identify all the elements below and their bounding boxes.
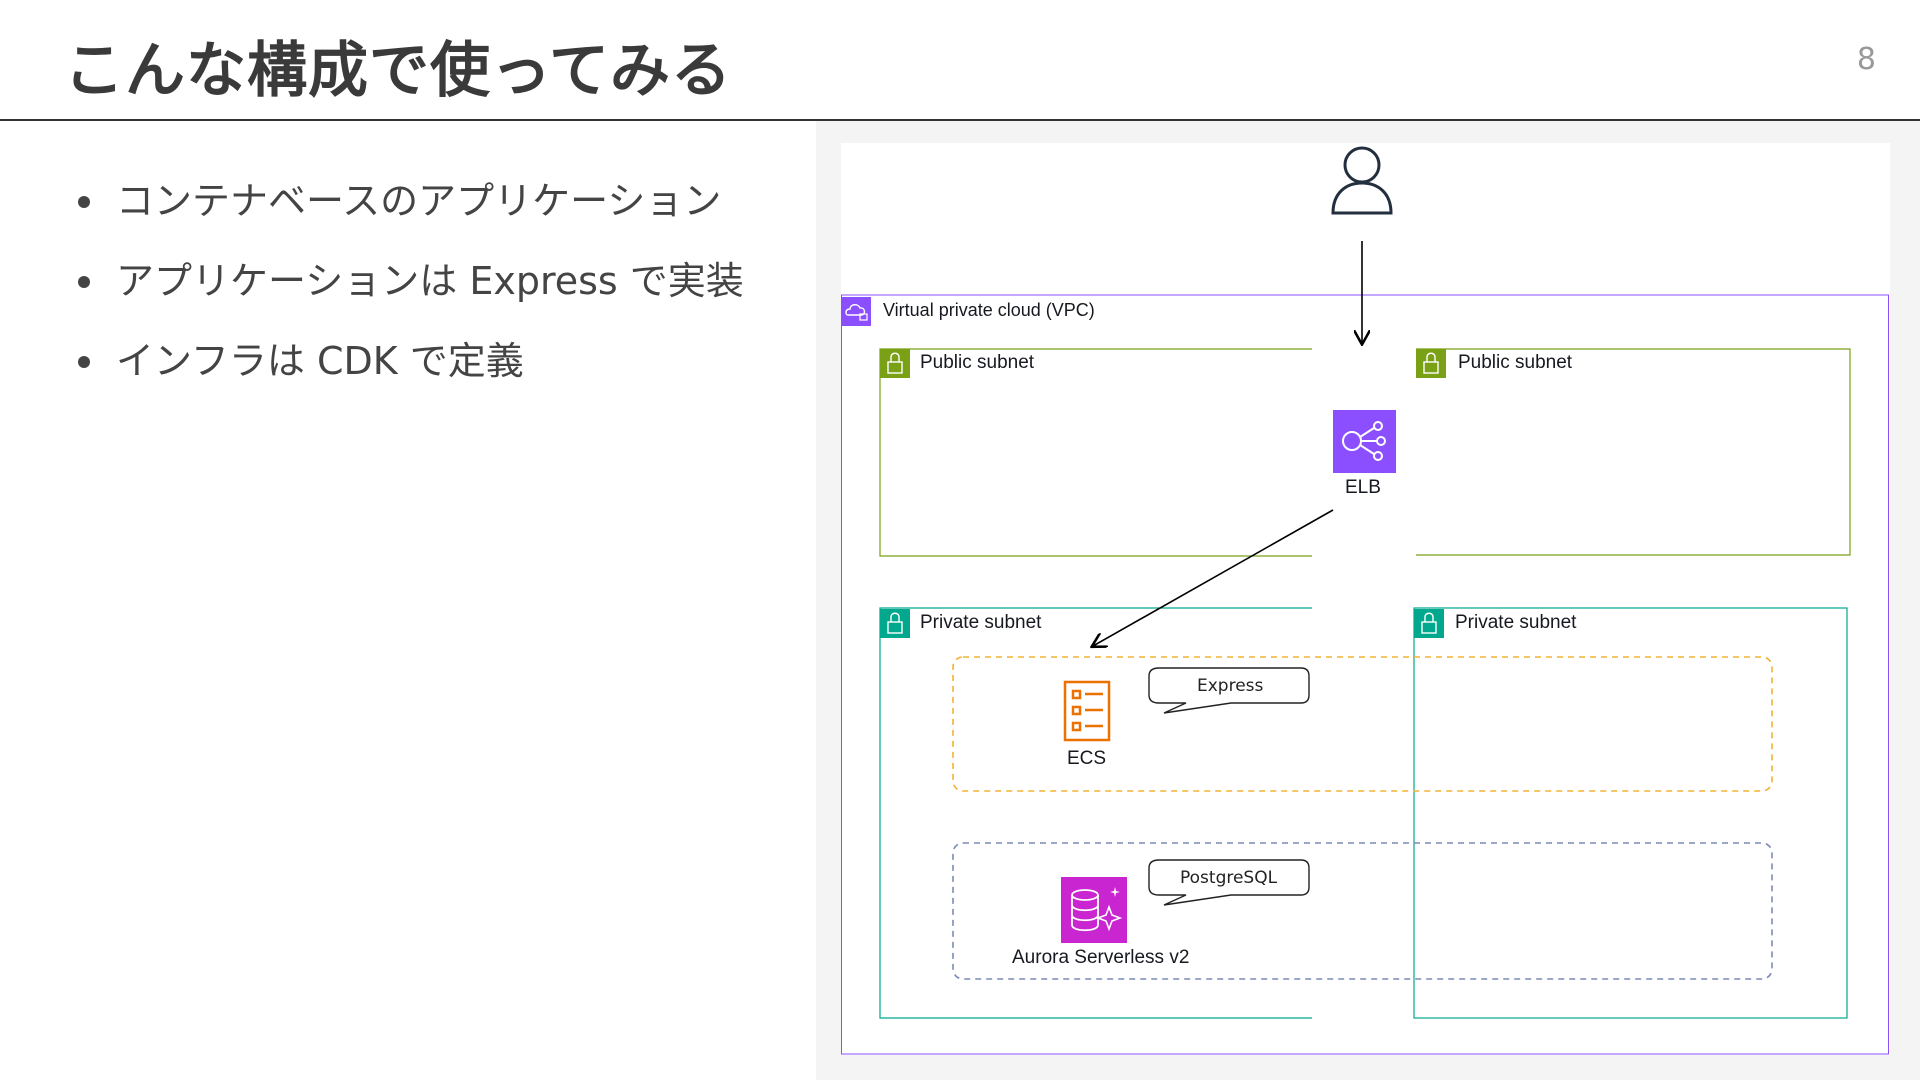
private-subnet-right-boundary <box>1413 607 1848 1019</box>
architecture-diagram: Virtual private cloud (VPC) Public subne… <box>841 143 1890 1055</box>
public-subnet-right-label: Public subnet <box>1458 352 1573 373</box>
public-subnet-left-boundary <box>879 348 1312 557</box>
bullet-list: コンテナベースのアプリケーション アプリケーションは Express で実装 イ… <box>78 168 744 408</box>
slide-title: こんな構成で使ってみる <box>64 36 732 106</box>
lock-icon <box>880 609 910 638</box>
page-number: 8 <box>1856 42 1876 77</box>
lock-icon <box>1414 609 1444 638</box>
lock-icon <box>880 349 910 378</box>
private-subnet-left-boundary <box>879 607 1312 1019</box>
aurora-label: Aurora Serverless v2 <box>1012 947 1190 968</box>
public-subnet-left-label: Public subnet <box>920 352 1035 373</box>
express-bubble-text: Express <box>1197 676 1264 696</box>
postgres-bubble-text: PostgreSQL <box>1180 868 1278 888</box>
ecs-label: ECS <box>1067 748 1107 769</box>
vpc-boundary <box>841 294 1889 1055</box>
bullet-item: アプリケーションは Express で実装 <box>78 248 744 328</box>
ecs-group-boundary <box>952 656 1773 792</box>
lock-icon <box>1416 349 1446 378</box>
express-bubble <box>1148 667 1310 714</box>
diagram-canvas <box>841 146 1889 1055</box>
user-icon <box>1331 146 1393 215</box>
db-group-boundary <box>952 842 1773 980</box>
private-subnet-left-label: Private subnet <box>920 612 1042 633</box>
elb-to-ecs-arrow <box>1093 509 1334 646</box>
bullet-item: コンテナベースのアプリケーション <box>78 168 744 248</box>
vpc-label: Virtual private cloud (VPC) <box>883 300 1095 320</box>
bullet-item: インフラは CDK で定義 <box>78 328 744 408</box>
postgres-bubble <box>1148 859 1310 906</box>
ecs-icon <box>1063 680 1111 742</box>
title-divider <box>0 119 1920 121</box>
elb-icon <box>1333 410 1396 473</box>
aurora-icon <box>1061 877 1127 943</box>
private-subnet-right-label: Private subnet <box>1455 612 1577 633</box>
public-subnet-right-boundary <box>1416 348 1851 556</box>
vpc-icon <box>841 297 871 326</box>
elb-label: ELB <box>1345 477 1381 498</box>
